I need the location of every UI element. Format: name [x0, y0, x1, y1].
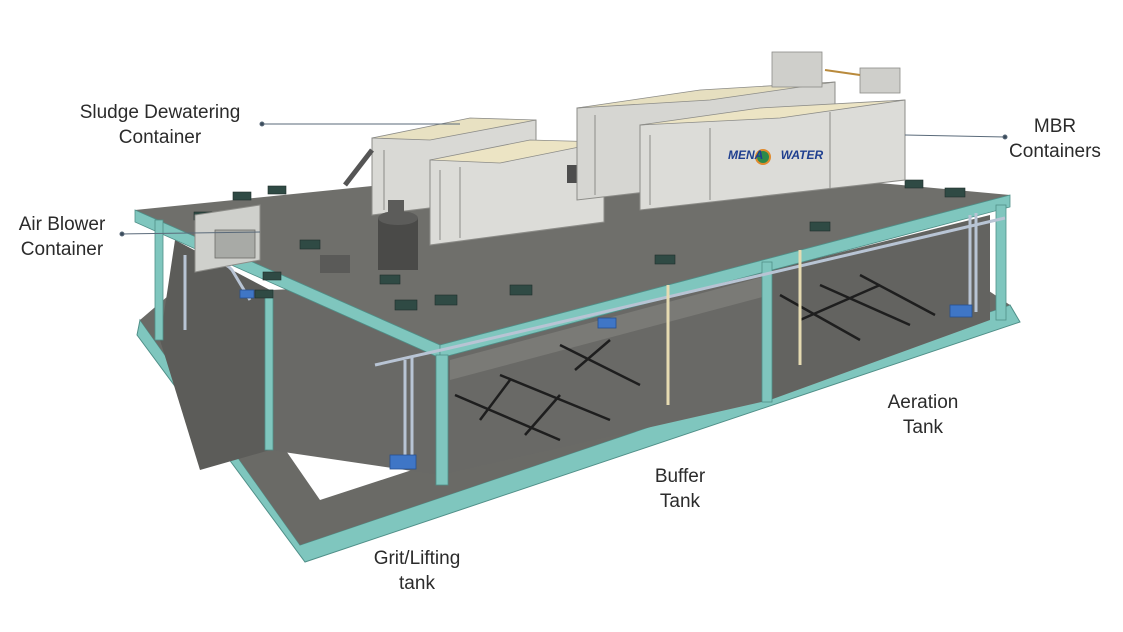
pumps [239, 289, 973, 470]
leader-lines [119, 121, 1008, 237]
label-sludge-dewatering: Sludge Dewatering Container [60, 100, 260, 150]
label-sludge-line2: Container [118, 127, 202, 148]
label-mbr-line2: Containers [1009, 141, 1101, 162]
top-slab-surface [135, 160, 1010, 345]
mbr-containers [576, 51, 906, 211]
label-aeration-line2: Tank [902, 417, 944, 438]
vertical-pipes-yellow [666, 250, 802, 405]
label-air-line1: Air Blower [18, 214, 106, 235]
sludge-dewatering-container [343, 117, 605, 246]
label-mbr-line1: MBR [1033, 116, 1077, 137]
support-columns [154, 204, 1007, 486]
label-grit-lifting-tank: Grit/Lifting tank [357, 546, 477, 596]
label-buffer-line2: Tank [659, 491, 701, 512]
pipes [183, 213, 1006, 460]
label-sludge-line1: Sludge Dewatering [79, 102, 241, 123]
logo-text-left: MENA [728, 148, 764, 162]
label-buffer-tank: Buffer Tank [625, 464, 735, 514]
label-aeration-tank: Aeration Tank [868, 390, 978, 440]
logo-icon [755, 149, 771, 165]
sludge-tank [378, 200, 418, 270]
air-blower-container [194, 204, 350, 273]
label-buffer-line1: Buffer [654, 466, 706, 487]
diffuser-grid-aeration [779, 273, 936, 342]
label-air-line2: Container [20, 239, 104, 260]
slab-hatches [193, 179, 966, 311]
label-grit-line2: tank [399, 573, 435, 594]
diffuser-grid-buffer [454, 339, 641, 442]
logo-text-right: WATER [780, 148, 824, 162]
label-air-blower: Air Blower Container [2, 212, 122, 262]
label-aeration-line1: Aeration [887, 392, 959, 413]
mbr-logo: MENA WATER [728, 148, 823, 162]
label-grit-line1: Grit/Lifting [373, 548, 461, 569]
label-mbr-containers: MBR Containers [1000, 114, 1110, 164]
